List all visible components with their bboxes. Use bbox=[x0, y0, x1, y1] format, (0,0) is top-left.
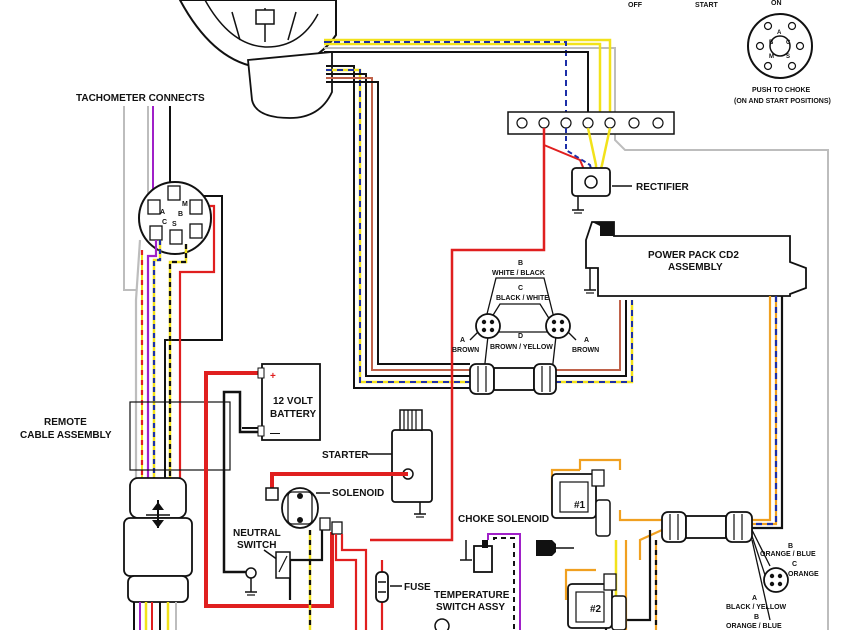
stator-label-b2: B bbox=[754, 614, 759, 621]
remote-cable-connector bbox=[123, 477, 193, 603]
choke-plunger bbox=[536, 540, 574, 556]
stator-label-c: C bbox=[792, 561, 797, 568]
starter bbox=[391, 409, 433, 518]
tachometer-connector: A B C S M bbox=[138, 181, 212, 255]
battery-label-1: 12 VOLT bbox=[273, 396, 313, 407]
battery bbox=[257, 363, 321, 441]
stator-label-orange-blue-2: ORANGE / BLUE bbox=[726, 623, 782, 630]
temp-switch-label-1: TEMPERATURE bbox=[434, 590, 510, 601]
sw-label-d: D bbox=[518, 333, 523, 340]
rectifier bbox=[571, 167, 632, 214]
key-switch-diagram: A B C M S bbox=[747, 13, 813, 79]
main-harness bbox=[324, 38, 829, 630]
stator-label-black-yellow: BLACK / YELLOW bbox=[726, 604, 787, 611]
neutral-switch-label-2: SWITCH bbox=[237, 540, 276, 551]
harness-housing bbox=[247, 51, 333, 119]
ignition-switch-left bbox=[475, 313, 501, 339]
tach-pin-b: B bbox=[178, 211, 183, 218]
coil-1-label: #1 bbox=[574, 500, 586, 511]
tachometer-connects-label: TACHOMETER CONNECTS bbox=[76, 93, 205, 104]
remote-cable-bracket bbox=[129, 401, 231, 471]
sw-label-c: C bbox=[518, 285, 523, 292]
battery-minus: — bbox=[270, 428, 280, 439]
push-to-choke-label-2: (ON AND START POSITIONS) bbox=[734, 98, 831, 105]
tach-pin-s: S bbox=[172, 221, 177, 228]
harness-connector-right bbox=[661, 511, 753, 543]
stator-label-orange-blue: ORANGE / BLUE bbox=[760, 551, 816, 558]
sw-label-black-white: BLACK / WHITE bbox=[496, 295, 549, 302]
stator-connector bbox=[763, 567, 789, 593]
stator-label-b: B bbox=[788, 543, 793, 550]
terminal-block bbox=[507, 111, 675, 135]
key-pin-m: M bbox=[769, 54, 774, 60]
fuse bbox=[375, 571, 389, 603]
solenoid-label: SOLENOID bbox=[332, 488, 384, 499]
rectifier-label: RECTIFIER bbox=[636, 182, 690, 193]
tach-pin-m: M bbox=[182, 201, 188, 208]
sw-label-a-right: A bbox=[584, 337, 589, 344]
key-pin-a: A bbox=[777, 30, 782, 36]
tach-pin-c: C bbox=[162, 219, 167, 226]
coil-2-label: #2 bbox=[590, 604, 602, 615]
fuse-label: FUSE bbox=[404, 582, 431, 593]
key-start-label: START bbox=[695, 2, 719, 9]
sw-label-a-left: A bbox=[460, 337, 465, 344]
ignition-coil-1 bbox=[551, 469, 611, 537]
choke-solenoid-label: CHOKE SOLENOID bbox=[458, 514, 549, 525]
neutral-switch-label-1: NEUTRAL bbox=[233, 528, 281, 539]
tach-pin-a: A bbox=[160, 209, 165, 216]
battery-plus: + bbox=[270, 371, 276, 382]
key-pin-s: S bbox=[786, 54, 790, 60]
sw-label-b: B bbox=[518, 260, 523, 267]
sw-label-brown-right: BROWN bbox=[572, 347, 599, 354]
battery-label-2: BATTERY bbox=[270, 409, 316, 420]
harness-connector-center bbox=[469, 363, 557, 395]
remote-cable-label-1: REMOTE bbox=[44, 417, 87, 428]
neutral-switch bbox=[245, 549, 291, 596]
ignition-switch-right bbox=[545, 313, 571, 339]
power-pack-label-1: POWER PACK CD2 bbox=[648, 250, 739, 261]
key-on-label: ON bbox=[771, 0, 782, 7]
stator-label-orange: ORANGE bbox=[788, 571, 819, 578]
power-pack-label-2: ASSEMBLY bbox=[668, 262, 723, 273]
remote-cable-label-2: CABLE ASSEMBLY bbox=[20, 430, 112, 441]
push-to-choke-label-1: PUSH TO CHOKE bbox=[752, 87, 811, 94]
key-off-label: OFF bbox=[628, 2, 643, 9]
sw-label-white-black: WHITE / BLACK bbox=[492, 270, 545, 277]
temp-switch bbox=[434, 618, 450, 630]
temp-switch-label-2: SWITCH ASSY bbox=[436, 602, 505, 613]
power-pack bbox=[584, 221, 807, 297]
sw-label-brown-yellow: BROWN / YELLOW bbox=[490, 344, 553, 351]
choke-solenoid bbox=[460, 540, 493, 573]
ignition-coil-2 bbox=[567, 573, 627, 630]
stator-label-a: A bbox=[752, 595, 757, 602]
key-pin-b: B bbox=[769, 40, 774, 46]
starter-label: STARTER bbox=[322, 450, 369, 461]
key-pin-c: C bbox=[786, 40, 791, 46]
sw-label-brown-left: BROWN bbox=[452, 347, 479, 354]
solenoid bbox=[265, 487, 343, 535]
